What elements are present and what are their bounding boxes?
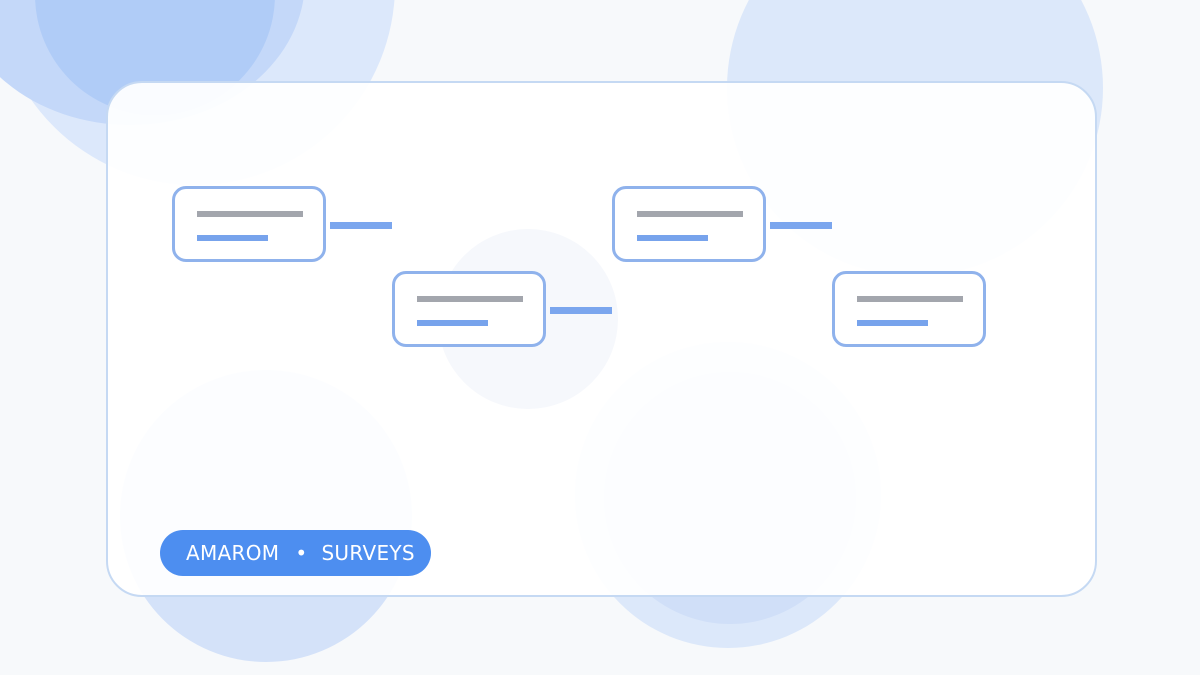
flow-connector	[770, 222, 832, 229]
badge-separator: •	[295, 541, 308, 565]
flow-node-3	[612, 186, 766, 262]
flow-node-2	[392, 271, 546, 347]
node-subtitle-placeholder	[857, 320, 928, 326]
flow-node-1	[172, 186, 326, 262]
node-subtitle-placeholder	[637, 235, 708, 241]
content-card: AMAROM • SURVEYS	[106, 81, 1097, 597]
node-title-placeholder	[857, 296, 963, 302]
brand-badge: AMAROM • SURVEYS	[160, 530, 431, 576]
node-title-placeholder	[417, 296, 523, 302]
flow-node-4	[832, 271, 986, 347]
section-name: SURVEYS	[321, 541, 415, 565]
brand-name: AMAROM	[186, 541, 280, 565]
node-subtitle-placeholder	[417, 320, 488, 326]
flow-connector	[330, 222, 392, 229]
node-title-placeholder	[637, 211, 743, 217]
node-subtitle-placeholder	[197, 235, 268, 241]
flow-connector	[550, 307, 612, 314]
node-title-placeholder	[197, 211, 303, 217]
